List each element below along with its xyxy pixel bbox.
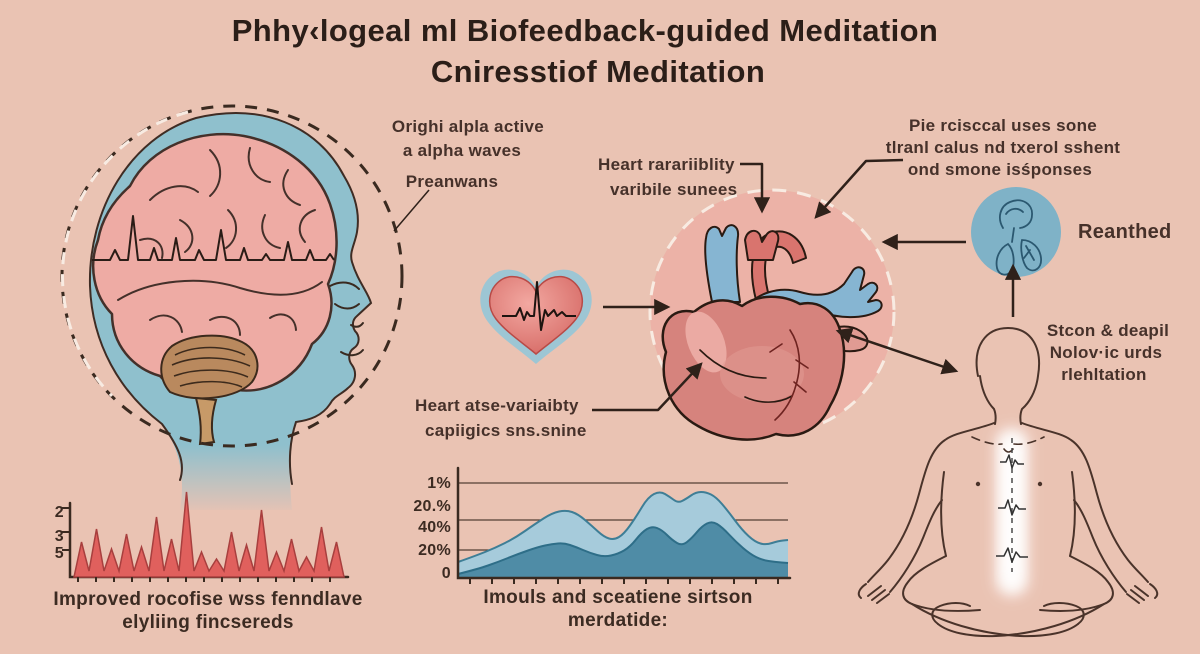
- red-chart-ytick-1: 3: [54, 528, 64, 545]
- blue-chart-caption-line2: merdatide:: [567, 610, 669, 631]
- red-chart-ytick-0: 2: [54, 504, 64, 521]
- progress-line-outer: [457, 490, 789, 563]
- arrow-heart-person-bidirectional: [835, 327, 959, 375]
- nostril: [350, 322, 364, 328]
- head-profile-illustration: [60, 104, 404, 511]
- red-chart-yticks: [62, 507, 70, 551]
- ecg-heart-inner: [489, 275, 583, 355]
- coronary-vessels: [769, 329, 809, 421]
- person-right-foot: [1043, 602, 1085, 625]
- brain-label-line3: Preanwans: [405, 172, 499, 191]
- connector-arrows: [393, 158, 1022, 412]
- person-left-leg: [902, 555, 981, 612]
- person-left-foot: [931, 602, 971, 625]
- hrv-top-label-line1: Heart rarariiblity: [598, 155, 735, 174]
- collarbone-dashes: [971, 436, 1045, 446]
- blue-chart-ytick-2: 40%: [418, 519, 451, 536]
- person-right-hand: [1126, 583, 1159, 604]
- brain: [91, 132, 338, 398]
- eyebrow: [329, 281, 360, 290]
- heart-creases: [699, 349, 793, 403]
- mouth: [340, 349, 364, 357]
- blue-chart-ytick-1: 20.%: [413, 498, 451, 515]
- hrv-top-label-line2: varibile sunees: [610, 180, 738, 199]
- person-left-hand: [857, 583, 890, 604]
- stress-label-line2: tlranl calus nd txerol sshent: [885, 138, 1121, 157]
- brain-gyri: [117, 147, 323, 336]
- heart-focus-group: [648, 188, 896, 441]
- meditation-progress-chart: [456, 466, 792, 584]
- blue-chart-ytick-3: 20%: [418, 542, 451, 559]
- eeg-waveform: [92, 215, 335, 261]
- person-right-arm: [1021, 422, 1149, 583]
- progress-area-inner: [458, 522, 788, 578]
- arrow-stress-to-heart: [814, 158, 904, 219]
- lungs-icon: [995, 199, 1042, 276]
- hrv-bottom-label-line2: capiigics sns.snine: [425, 421, 587, 440]
- relaxation-label-line2: Nolov·ic urds: [1049, 343, 1163, 362]
- red-chart-caption-line2: elyliing fincsereds: [122, 612, 294, 633]
- meditating-person: [857, 327, 1159, 638]
- person-torso-left: [940, 471, 947, 557]
- ecg-trace: [502, 281, 576, 331]
- progress-line-inner: [457, 521, 789, 575]
- relaxation-label-line1: Stcon & deapil: [1046, 321, 1170, 340]
- dashed-halo-white-arc: [61, 110, 189, 398]
- breathing-circle: [971, 187, 1061, 277]
- blue-chart-caption-line1: Imouls and sceatiene sirtson: [483, 587, 753, 608]
- brain-label-line2: a alpha waves: [402, 141, 522, 160]
- aorta-stub: [744, 229, 780, 261]
- stress-label-line1: Pie rcisccal uses sone: [908, 116, 1098, 135]
- arrow-hrv-to-heart: [740, 162, 771, 214]
- relaxation-label-line3: rlehltation: [1061, 365, 1147, 384]
- head-outline: [88, 112, 373, 485]
- person-torso-right: [1069, 471, 1076, 557]
- main-title-line2: Cniresstiof Meditation: [430, 54, 766, 89]
- hrv-spike-chart: [62, 491, 350, 582]
- main-title-line1: Phhy‹logeal ml Biofeedback-guided Medita…: [231, 13, 939, 48]
- nipple-left: [975, 481, 981, 487]
- blue-chart-ytick-4: 0: [441, 565, 451, 582]
- person-right-leg: [1039, 555, 1114, 612]
- brain-label-line1: Orighi alpla active: [391, 117, 545, 136]
- hrv-waveform-area: [73, 491, 345, 578]
- heart-highlight: [685, 311, 727, 373]
- spine-ecg-squiggles: [996, 454, 1028, 563]
- red-chart-caption-line1: Improved rocofise wss fenndlave: [53, 589, 363, 610]
- blue-chart-axes: [456, 466, 792, 580]
- line-preanwans-to-halo: [393, 189, 430, 232]
- cerebellum-folds: [171, 346, 251, 388]
- arrow-hrvlabel-to-heart: [592, 362, 703, 412]
- person-outline: [857, 327, 1159, 638]
- vena-cava-blue: [704, 224, 741, 303]
- brainstem: [194, 396, 218, 446]
- red-chart-ytick-2: 5: [54, 545, 64, 562]
- face-features: [329, 281, 364, 357]
- heart-shading: [720, 346, 804, 402]
- hrv-bottom-label-line1: Heart atse-variaibty: [415, 396, 579, 415]
- cerebellum: [160, 334, 259, 400]
- person-head: [975, 327, 1041, 425]
- person-left-arm: [867, 422, 995, 583]
- stress-label-line3: ond smone isśponses: [907, 160, 1093, 179]
- closed-eye: [334, 303, 360, 310]
- blue-chart-ytick-0: 1%: [427, 475, 451, 492]
- breathing-icon-circle: [971, 187, 1061, 277]
- nipple-right: [1037, 481, 1043, 487]
- breathing-label: Reanthed: [1078, 221, 1172, 243]
- ecg-heart-icon: [480, 269, 592, 364]
